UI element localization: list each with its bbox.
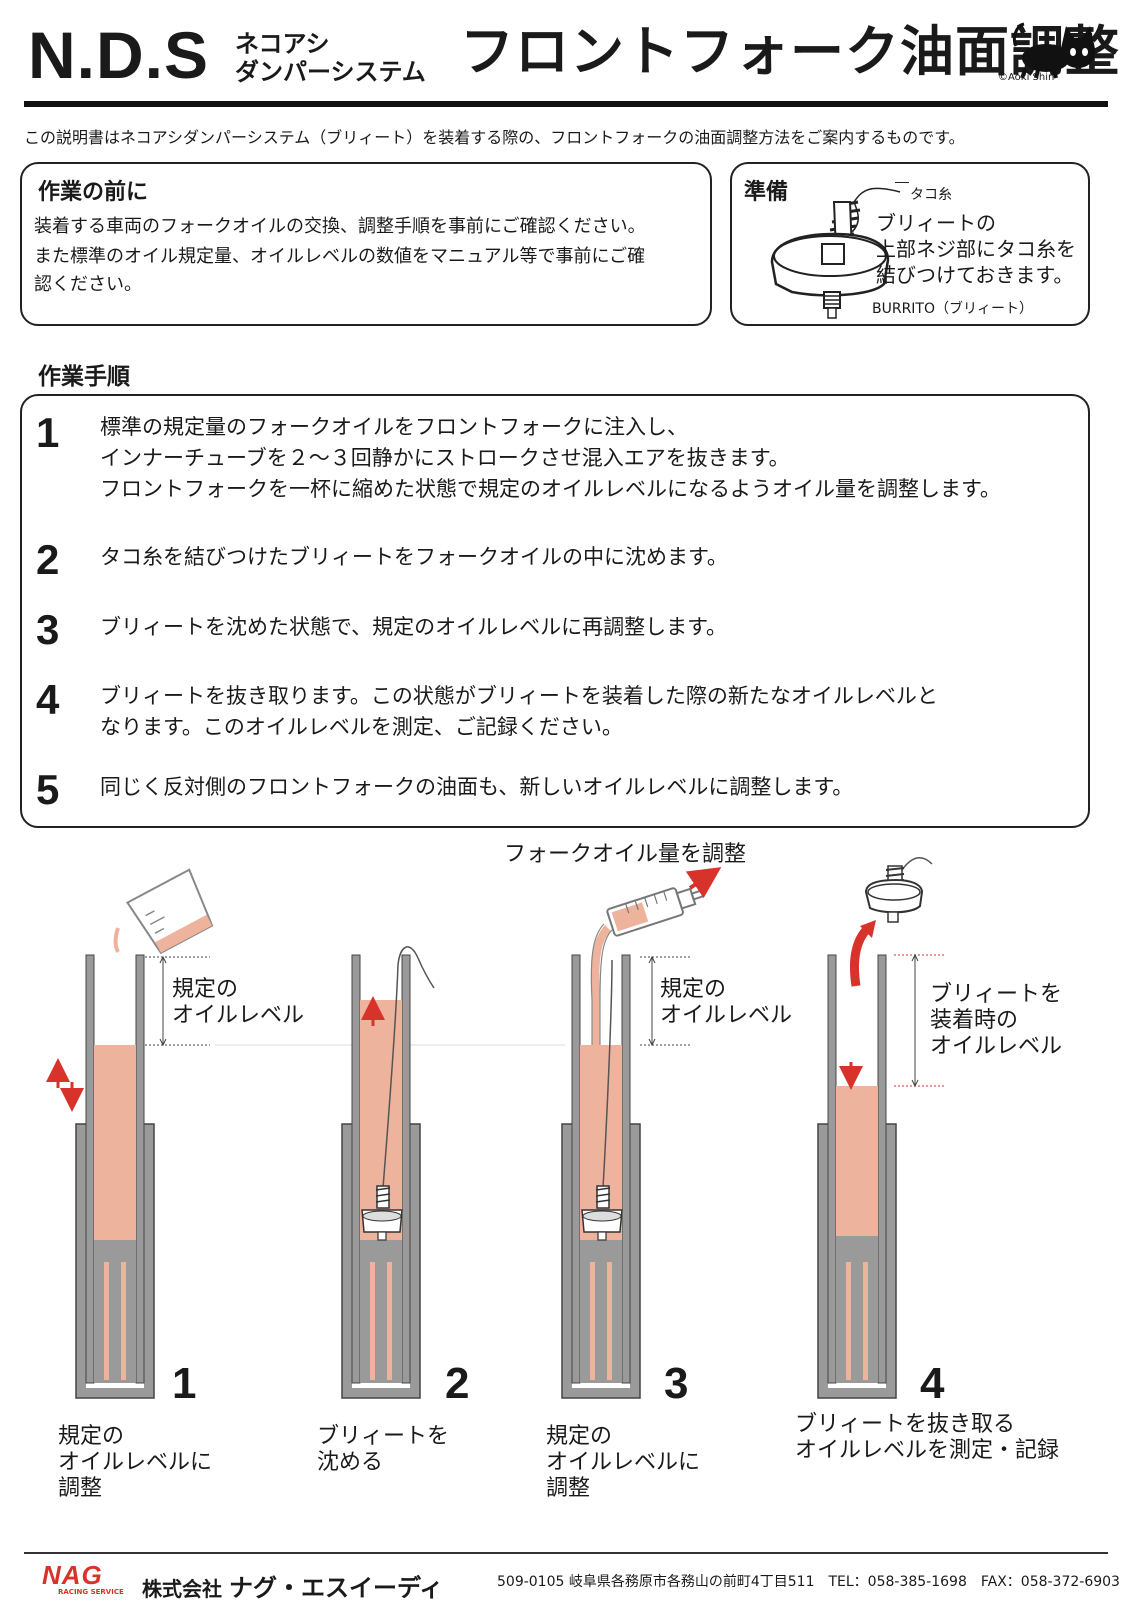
fork-figure-3 — [561, 867, 722, 1399]
brand-subtitle-line-1: ネコアシ — [235, 30, 330, 58]
preparation-text-3: 結びつけておきます。 — [876, 263, 1074, 287]
fig4-caption-line-1: ブリィートを抜き取る — [795, 1412, 1016, 1437]
fig3-caption-line-1: 規定の — [546, 1424, 613, 1449]
fork-diagram — [46, 857, 946, 1399]
before-work-line-1: 装着する車両のフォークオイルの交換、調整手順を事前にご確認ください。 — [34, 216, 646, 237]
step-text: タコ糸を結びつけたブリィートをフォークオイルの中に沈めます。 — [100, 542, 728, 573]
syringe-label: フォークオイル量を調整 — [504, 842, 747, 867]
step-4-line-1: ブリィートを抜き取ります。この状態がブリィートを装着した際の新たなオイルレベルと — [100, 684, 938, 708]
fig4-level-line-2: 装着時の — [930, 1008, 1019, 1033]
step-text: ブリィートを沈めた状態で、規定のオイルレベルに再調整します。 — [100, 612, 727, 643]
step-5-line-1: 同じく反対側のフロントフォークの油面も、新しいオイルレベルに調整します。 — [100, 775, 854, 799]
string-label: タコ糸 — [910, 187, 952, 203]
before-work-line-2: また標準のオイル規定量、オイルレベルの数値をマニュアル等で事前にご確 — [34, 246, 646, 267]
syringe-icon — [606, 887, 705, 937]
brand-subtitle: ネコアシ ダンパーシステム — [235, 30, 426, 86]
fig3-caption-line-2: オイルレベルに — [546, 1450, 701, 1475]
step-number: 2 — [36, 536, 60, 583]
step-1-line-1: 標準の規定量のフォークオイルをフロントフォークに注入し、 — [100, 415, 688, 439]
fig3-level-label: 規定の オイルレベル — [660, 977, 792, 1029]
cat-mascot-icon — [1012, 22, 1096, 79]
fig3-caption-line-3: 調整 — [546, 1476, 591, 1501]
fig4-level-label: ブリィートを 装着時の オイルレベル — [930, 982, 1062, 1060]
fig1-level-line-1: 規定の — [172, 977, 239, 1002]
step-number: 1 — [36, 409, 60, 456]
company-address: 509-0105 岐阜県各務原市各務山の前町4丁目511 TEL：058-385… — [497, 1574, 1120, 1590]
fig1-caption: 規定の オイルレベルに 調整 — [58, 1424, 212, 1502]
brand-subtitle-line-2: ダンパーシステム — [235, 58, 426, 86]
fig3-caption: 規定の オイルレベルに 調整 — [546, 1424, 700, 1502]
string-leader-line — [895, 182, 909, 183]
fork-figure-1 — [46, 868, 214, 1399]
intro-text: この説明書はネコアシダンパーシステム（ブリィート）を装着する際の、フロントフォー… — [24, 128, 965, 147]
fork-figure-4 — [817, 857, 946, 1399]
fig4-caption: ブリィートを抜き取る オイルレベルを測定・記録 — [795, 1412, 1059, 1464]
preparation-text-2: 上部ネジ部にタコ糸を — [876, 237, 1076, 261]
step-number: 5 — [36, 766, 60, 813]
preparation-heading: 準備 — [744, 180, 789, 205]
fig2-caption: ブリィートを 沈める — [317, 1424, 449, 1476]
before-work-box: 作業の前に 装着する車両のフォークオイルの交換、調整手順を事前にご確認ください。… — [20, 162, 712, 326]
fig4-level-line-3: オイルレベル — [930, 1034, 1063, 1059]
procedure-box: 1 標準の規定量のフォークオイルをフロントフォークに注入し、 インナーチューブを… — [20, 394, 1090, 828]
nag-logo-subtext: RACING SERVICE — [58, 1588, 124, 1596]
part-label: BURRITO（ブリィート） — [872, 301, 1034, 317]
step-text: 標準の規定量のフォークオイルをフロントフォークに注入し、 インナーチューブを２～… — [100, 412, 1001, 505]
nag-logo-text: NAG — [42, 1560, 103, 1590]
fig1-level-line-2: オイルレベル — [172, 1003, 305, 1028]
fig1-caption-line-1: 規定の — [58, 1424, 125, 1449]
step-3-line-1: ブリィートを沈めた状態で、規定のオイルレベルに再調整します。 — [100, 615, 728, 639]
page-title: フロントフォーク油面調整 — [460, 20, 1120, 83]
fig4-caption-line-2: オイルレベルを測定・記録 — [795, 1438, 1060, 1463]
fig1-level-label: 規定の オイルレベル — [172, 977, 304, 1029]
nag-logo: NAG RACING SERVICE — [42, 1562, 124, 1596]
step-text: 同じく反対側のフロントフォークの油面も、新しいオイルレベルに調整します。 — [100, 772, 853, 803]
company-prefix: 株式会社 — [142, 1577, 222, 1601]
step-1-line-2: インナーチューブを２～３回静かにストロークさせ混入エアを抜きます。 — [100, 446, 790, 470]
fig4-level-line-1: ブリィートを — [930, 982, 1063, 1007]
brand-logo: N.D.S — [28, 18, 210, 92]
figure-number: 1 — [172, 1359, 197, 1408]
fig3-level-line-2: オイルレベル — [660, 1003, 793, 1028]
step-number: 4 — [36, 676, 60, 723]
before-work-heading: 作業の前に — [38, 180, 149, 205]
figure-number: 2 — [445, 1359, 470, 1408]
preparation-box: 準備 タコ糸 ブリィートの 上部ネジ部にタコ糸を 結びつけておきます。 BURR… — [730, 162, 1090, 326]
fork-figure-2 — [341, 946, 435, 1399]
procedure-heading: 作業手順 — [38, 364, 130, 390]
burrito-in-fork-3 — [581, 1185, 623, 1241]
step-2-line-1: タコ糸を結びつけたブリィートをフォークオイルの中に沈めます。 — [100, 545, 728, 569]
figure-number: 4 — [920, 1359, 945, 1408]
footer-rule — [24, 1552, 1108, 1554]
illustration-credit: ©Aoki Shin — [998, 72, 1055, 83]
fig3-level-line-1: 規定の — [660, 977, 727, 1002]
step-text: ブリィートを抜き取ります。この状態がブリィートを装着した際の新たなオイルレベルと… — [100, 681, 938, 743]
fig1-caption-line-2: オイルレベルに — [58, 1450, 213, 1475]
header-rule — [24, 101, 1108, 107]
company-name: 株式会社 ナグ・エスイーディ — [142, 1568, 443, 1603]
fig2-caption-line-1: ブリィートを — [317, 1424, 450, 1449]
burrito-lifted-icon — [864, 857, 933, 923]
company-name-main: ナグ・エスイーディ — [228, 1574, 444, 1602]
step-1-line-3: フロントフォークを一杯に縮めた状態で規定のオイルレベルになるようオイル量を調整し… — [100, 477, 1001, 501]
fig1-caption-line-3: 調整 — [58, 1476, 103, 1501]
burrito-part-icon — [770, 187, 901, 319]
before-work-line-3: 認ください。 — [34, 274, 142, 295]
burrito-in-fork-2 — [361, 1185, 403, 1241]
step-4-line-2: なります。このオイルレベルを測定、ご記録ください。 — [100, 715, 623, 739]
figure-number: 3 — [664, 1359, 689, 1408]
preparation-text-1: ブリィートの — [876, 211, 996, 235]
step-number: 3 — [36, 606, 60, 653]
fig2-caption-line-2: 沈める — [317, 1450, 384, 1475]
